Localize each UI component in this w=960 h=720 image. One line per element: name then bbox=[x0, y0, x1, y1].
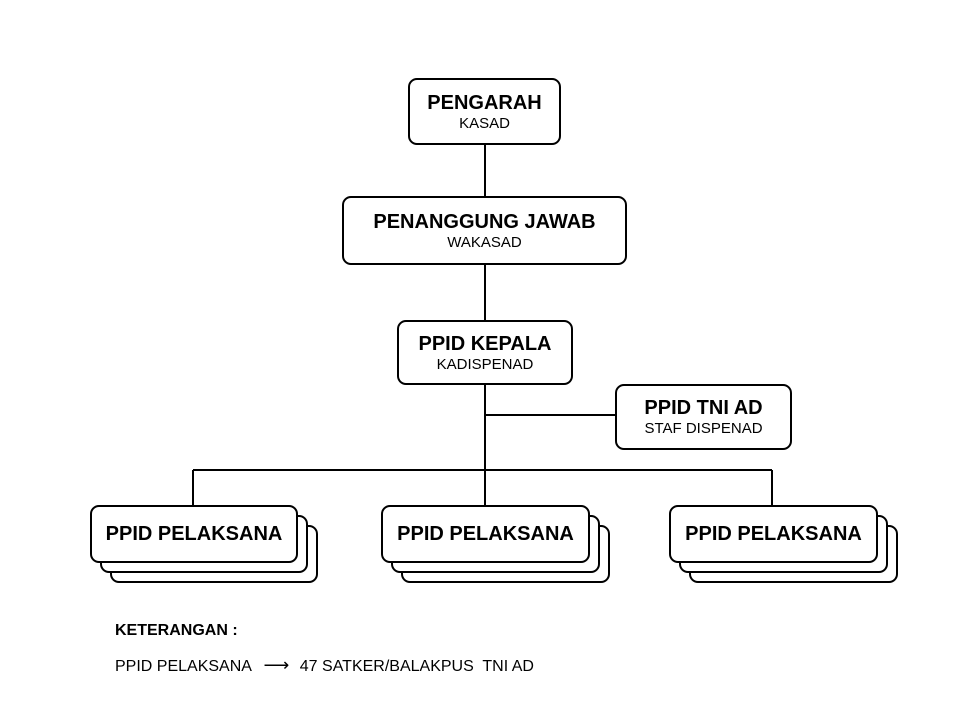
node-pelaksana: PPID PELAKSANA bbox=[381, 505, 590, 563]
legend-heading: KETERANGAN : bbox=[115, 622, 238, 639]
node-penanggung-jawab: PENANGGUNG JAWAB WAKASAD bbox=[342, 196, 627, 265]
node-title: PPID KEPALA bbox=[418, 332, 552, 355]
node-pelaksana: PPID PELAKSANA bbox=[90, 505, 298, 563]
node-subtitle: KASAD bbox=[459, 114, 510, 132]
node-title: PPID TNI AD bbox=[644, 397, 763, 419]
node-ppid-kepala: PPID KEPALA KADISPENAD bbox=[397, 320, 573, 385]
node-subtitle: STAF DISPENAD bbox=[644, 420, 763, 437]
node-title: PPID PELAKSANA bbox=[105, 523, 283, 545]
legend-term: PPID PELAKSANA bbox=[115, 658, 252, 675]
legend-definition: 47 SATKER/BALAKPUS TNI AD bbox=[299, 658, 534, 675]
node-pelaksana: PPID PELAKSANA bbox=[669, 505, 878, 563]
arrow-right-icon: ⟶ bbox=[263, 655, 290, 675]
node-pengarah: PENGARAH KASAD bbox=[408, 78, 561, 145]
node-title: PENGARAH bbox=[427, 91, 542, 114]
node-title: PPID PELAKSANA bbox=[685, 523, 862, 545]
node-subtitle: KADISPENAD bbox=[436, 355, 534, 373]
node-subtitle: WAKASAD bbox=[447, 233, 522, 251]
node-title: PPID PELAKSANA bbox=[397, 523, 574, 545]
legend-entry: PPID PELAKSANA ⟶ 47 SATKER/BALAKPUS TNI … bbox=[115, 655, 534, 676]
node-ppid-tni-ad: PPID TNI AD STAF DISPENAD bbox=[615, 384, 792, 450]
node-title: PENANGGUNG JAWAB bbox=[373, 210, 596, 233]
